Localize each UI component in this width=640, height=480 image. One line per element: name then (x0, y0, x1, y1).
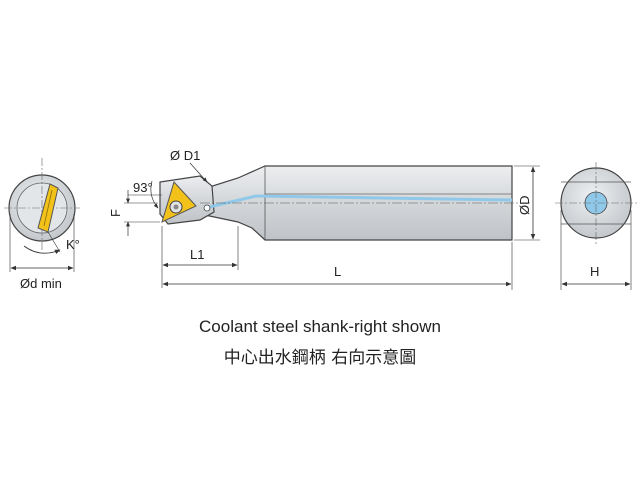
approach-angle-label: 93° (133, 180, 153, 195)
torx-screw-center (173, 204, 179, 210)
od-label: ØD (517, 196, 532, 216)
front-insert-edge (43, 189, 53, 227)
coolant-channel (204, 194, 513, 210)
l-label: L (334, 264, 341, 279)
kappa-angle-arc (23, 245, 61, 254)
caption-chinese: 中心出水鋼柄 右向示意圖 (223, 348, 417, 368)
l1-label: L1 (190, 247, 204, 262)
h-label: H (590, 264, 599, 279)
kappa-label: K° (66, 237, 80, 252)
kappa-leader (47, 231, 61, 253)
coolant-outlet (203, 204, 211, 212)
d1-label: Ø D1 (170, 148, 200, 163)
side-view: Ø D1 93° F L1 L ØD (108, 148, 540, 290)
f-label: F (108, 209, 123, 217)
d1-leader (189, 162, 208, 183)
front-end-view: K° Ød min (4, 158, 80, 291)
caption-english: Coolant steel shank-right shown (199, 317, 441, 336)
rear-end-view: H (555, 162, 637, 290)
dmin-label: Ød min (20, 276, 62, 291)
